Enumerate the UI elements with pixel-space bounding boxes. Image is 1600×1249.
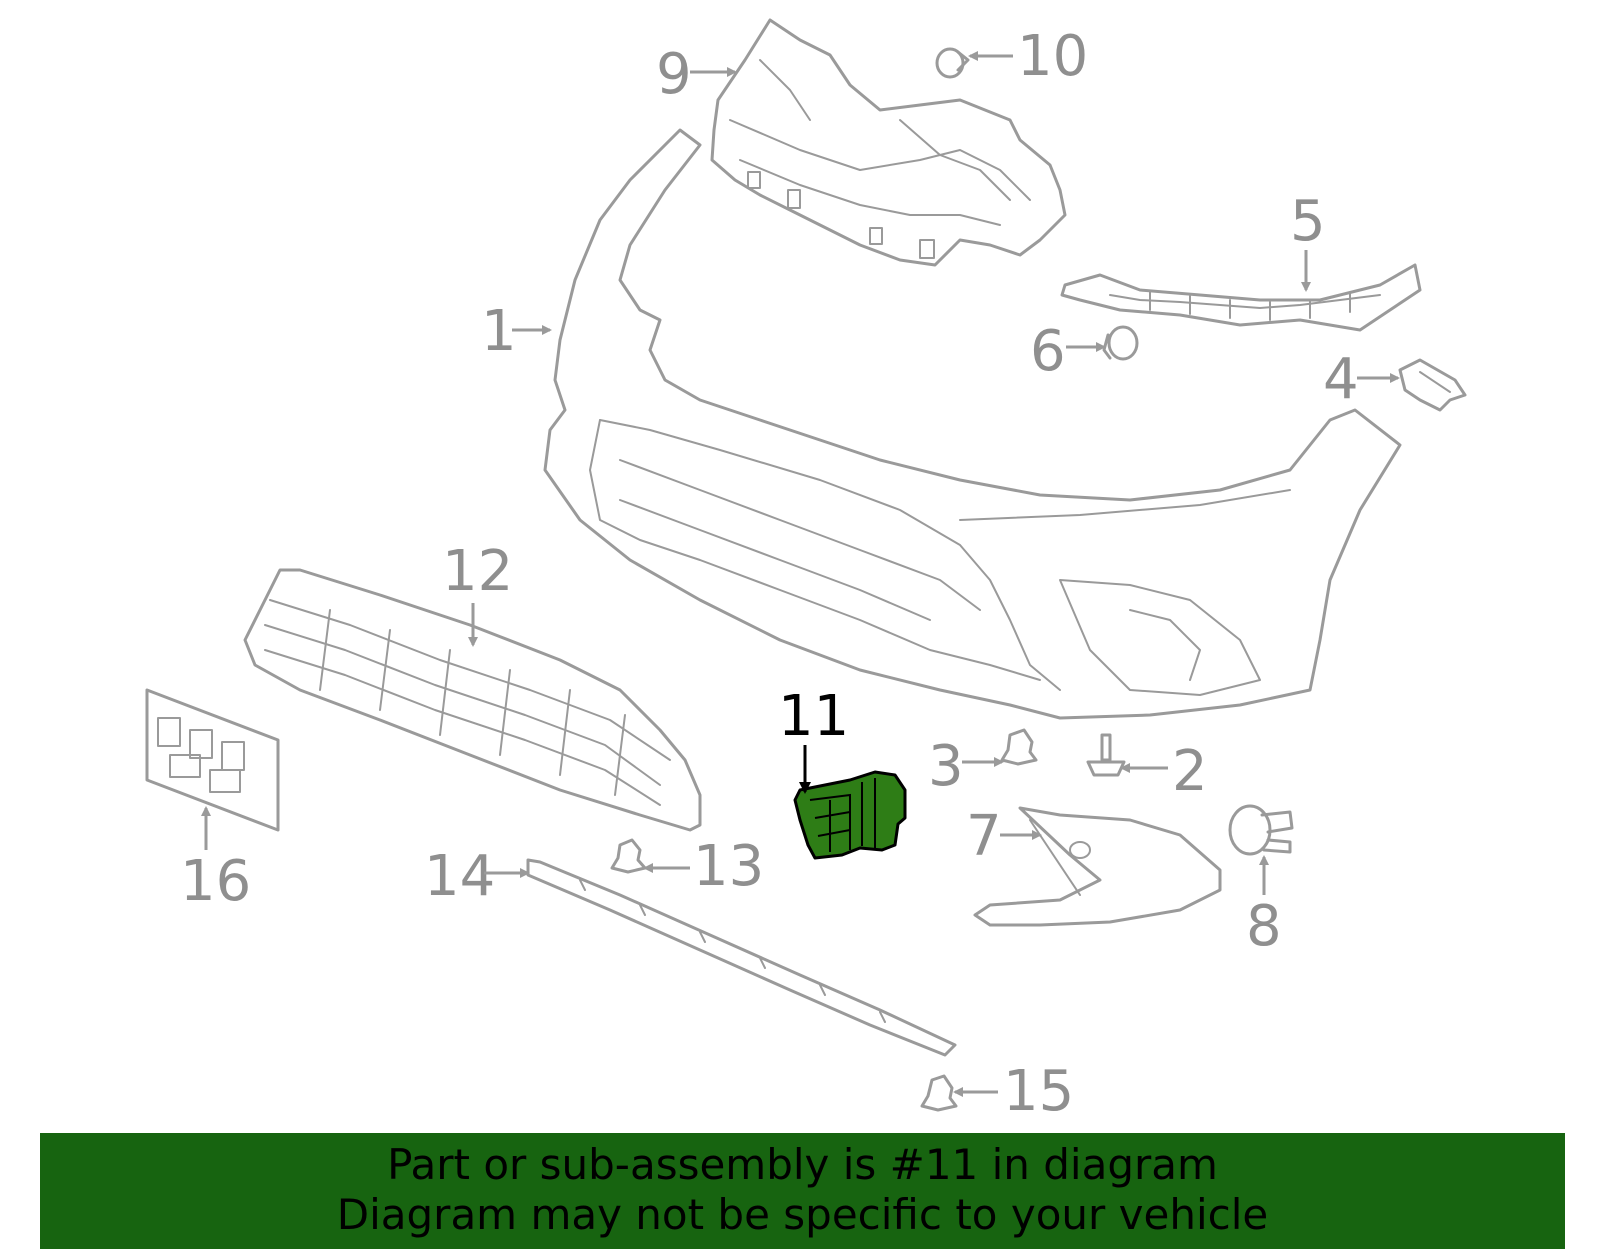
callout-15: 15 (953, 1059, 1074, 1124)
callout-8: 8 (1246, 855, 1282, 959)
info-banner: Part or sub-assembly is #11 in diagram D… (40, 1133, 1565, 1249)
part-10-clip (935, 47, 970, 79)
callout-6: 6 (1030, 319, 1106, 384)
part-15-clip (920, 1074, 958, 1112)
part-11-bracket-highlighted (793, 770, 907, 860)
banner-line-1: Part or sub-assembly is #11 in diagram (387, 1140, 1218, 1189)
part-13-clip (610, 838, 647, 874)
callout-14: 14 (424, 844, 530, 909)
svg-text:11: 11 (778, 684, 849, 749)
svg-text:13: 13 (693, 834, 764, 899)
svg-text:15: 15 (1003, 1059, 1074, 1124)
part-5-reinforcement (1060, 263, 1422, 332)
part-4-bracket (1398, 358, 1467, 412)
callout-9: 9 (656, 42, 737, 107)
part-6-clip (1102, 325, 1139, 361)
part-9-upper-bracket (710, 18, 1067, 267)
callout-16: 16 (180, 806, 251, 914)
svg-text:5: 5 (1290, 189, 1326, 254)
svg-text:3: 3 (928, 734, 964, 799)
svg-text:8: 8 (1246, 894, 1282, 959)
callout-5: 5 (1290, 189, 1326, 292)
svg-text:14: 14 (424, 844, 495, 909)
part-16-license-bracket (145, 688, 280, 832)
svg-text:4: 4 (1323, 347, 1359, 412)
svg-text:7: 7 (966, 804, 1002, 869)
callout-10: 10 (968, 24, 1088, 89)
svg-text:2: 2 (1172, 739, 1208, 804)
callout-13: 13 (643, 834, 764, 899)
part-7-garnish (973, 806, 1222, 927)
callout-1: 1 (481, 299, 552, 364)
part-2-bolt (1086, 733, 1126, 777)
svg-text:1: 1 (481, 299, 517, 364)
callout-2: 2 (1120, 739, 1208, 804)
callout-3: 3 (928, 734, 1004, 799)
svg-text:9: 9 (656, 42, 692, 107)
svg-text:16: 16 (180, 849, 251, 914)
parts-diagram: 1 2 3 4 5 6 7 8 9 10 12 13 (145, 18, 1467, 1124)
callout-7: 7 (966, 804, 1042, 869)
part-12-lower-grille (243, 568, 702, 832)
svg-text:6: 6 (1030, 319, 1066, 384)
callout-12: 12 (442, 539, 513, 647)
part-8-cap (1228, 804, 1294, 856)
part-1-bumper-cover (543, 128, 1402, 720)
svg-text:10: 10 (1017, 24, 1088, 89)
callout-4: 4 (1323, 347, 1400, 412)
banner-line-2: Diagram may not be specific to your vehi… (336, 1190, 1269, 1239)
part-14-lower-strip (526, 858, 957, 1057)
part-3-clip (1000, 728, 1038, 766)
callout-11-highlighted: 11 (778, 684, 849, 794)
svg-text:12: 12 (442, 539, 513, 604)
